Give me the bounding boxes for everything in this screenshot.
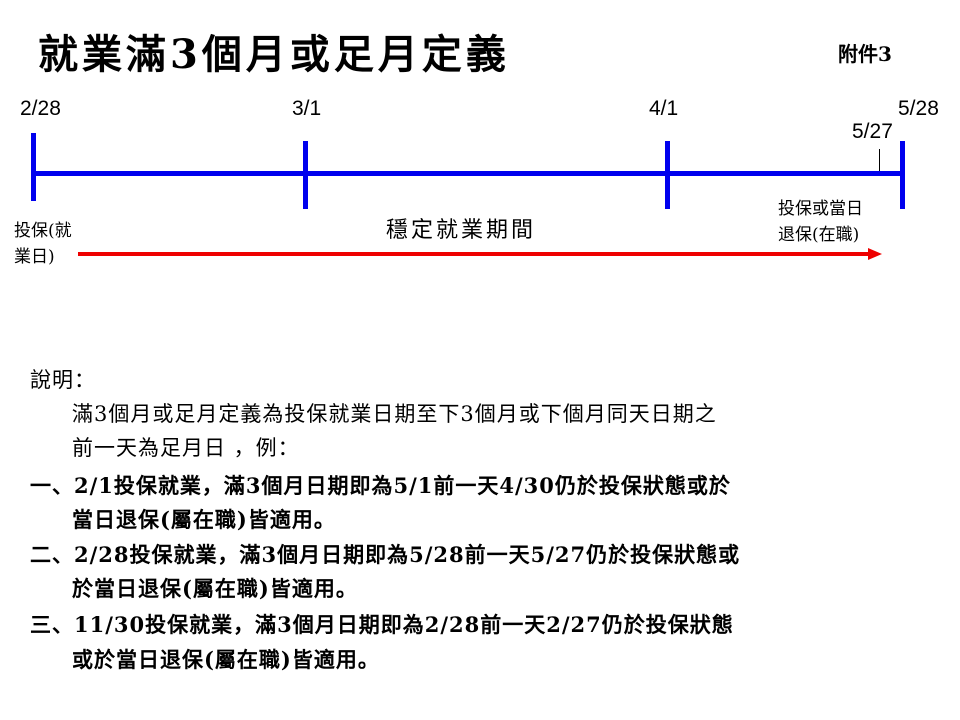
period-label: 穩定就業期間 [386, 218, 537, 243]
example-line: 三、11/30投保就業，滿3個月日期即為2/28前一天2/27仍於投保狀態 [30, 612, 734, 637]
start-label: 投保(就 業日) [14, 218, 72, 270]
end-label-line: 退保(在職) [778, 225, 860, 245]
timeline-tick [303, 141, 308, 209]
end-label: 投保或當日 退保(在職) [778, 196, 863, 248]
date-label-day-before: 5/27 [852, 120, 893, 143]
date-label: 2/28 [20, 97, 61, 120]
start-label-line: 業日) [14, 247, 55, 267]
annex-label: 附件3 [838, 42, 892, 66]
start-label-line: 投保(就 [14, 221, 72, 241]
explanation-heading: 說明： [30, 368, 96, 392]
date-label: 4/1 [649, 97, 679, 120]
timeline-tick [31, 133, 36, 201]
timeline-axis [33, 171, 905, 176]
arrow-head-icon [868, 248, 882, 260]
period-arrow [78, 248, 882, 260]
example-line: 二、2/28投保就業，滿3個月日期即為5/28前一天5/27仍於投保狀態或 [30, 542, 741, 567]
end-label-line: 投保或當日 [778, 199, 863, 219]
explanation-intro: 前一天為足月日 ，例： [72, 436, 300, 460]
timeline-tick [665, 141, 670, 209]
example-line: 於當日退保(屬在職)皆適用。 [72, 576, 358, 601]
page-title: 就業滿3個月或足月定義 [38, 31, 510, 78]
example-line: 或於當日退保(屬在職)皆適用。 [72, 647, 380, 672]
explanation-intro: 滿3個月或足月定義為投保就業日期至下3個月或下個月同天日期之 [72, 402, 717, 426]
date-label: 5/28 [898, 97, 939, 120]
date-label: 3/1 [292, 97, 322, 120]
example-line: 當日退保(屬在職)皆適用。 [72, 507, 336, 532]
timeline-minor-tick [879, 149, 880, 171]
example-line: 一、2/1投保就業，滿3個月日期即為5/1前一天4/30仍於投保狀態或於 [30, 473, 731, 498]
timeline-tick [900, 141, 905, 209]
